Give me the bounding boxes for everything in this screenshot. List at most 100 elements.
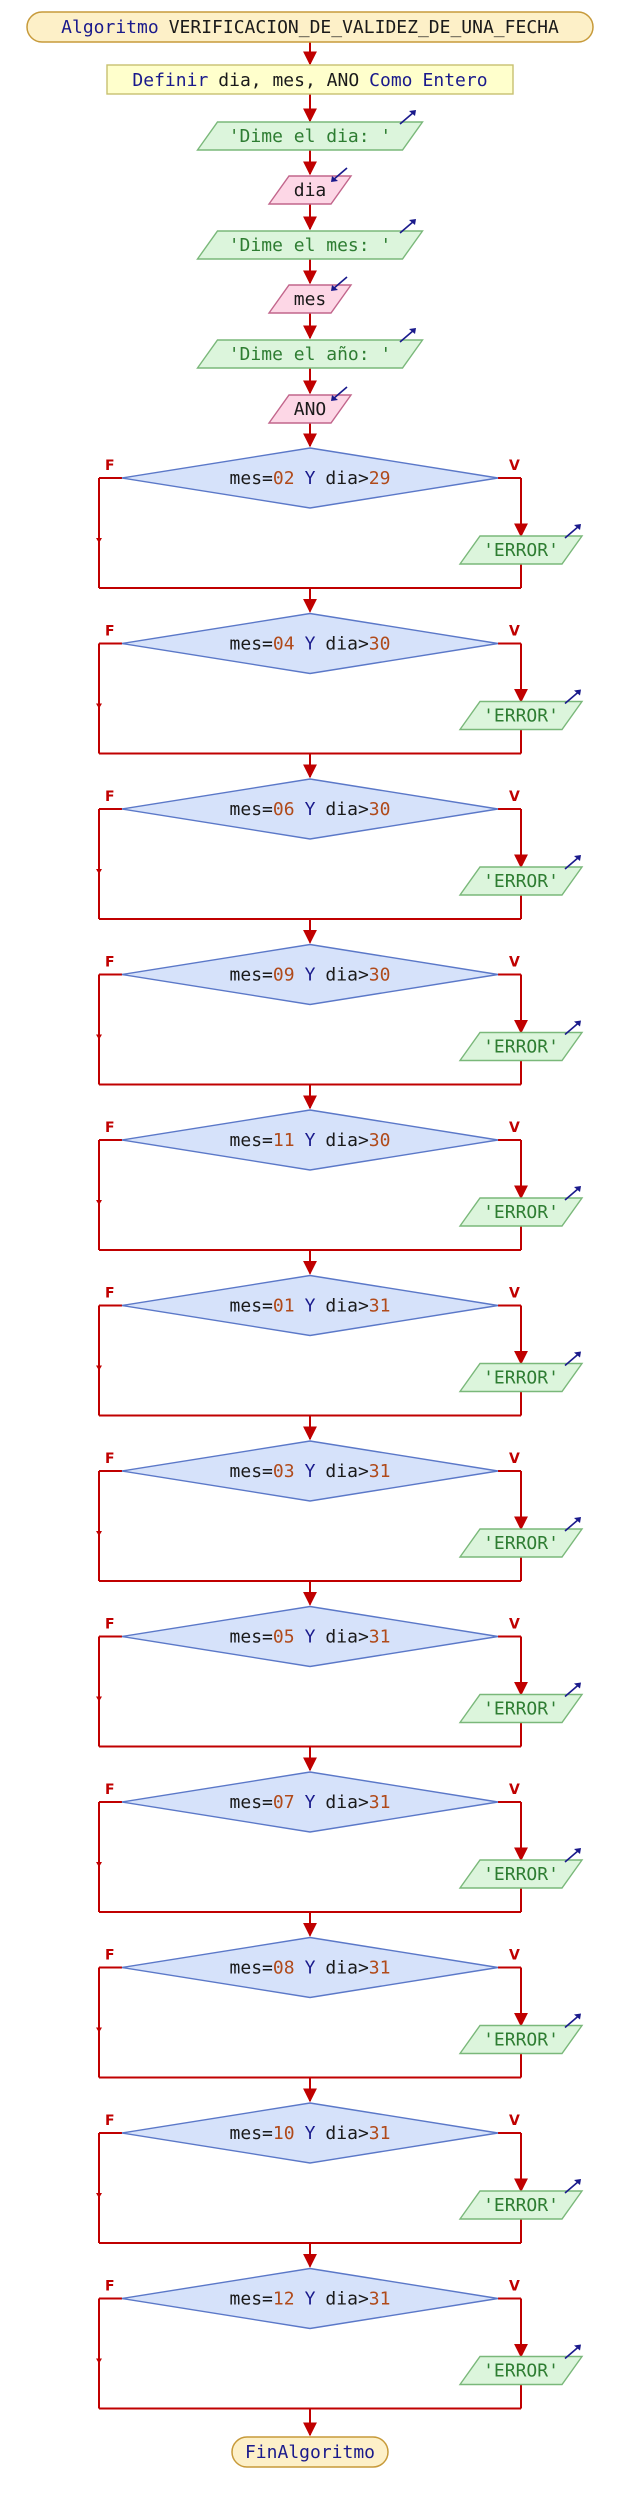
cond-and: Y [305,468,316,489]
output-arrow-icon [564,1186,581,1201]
end-terminal [231,2436,389,2468]
cond-var-dia: dia [325,964,358,985]
cond-day: 31 [369,1792,391,1813]
cond-month: 06 [273,799,295,820]
decision-diamond [121,2267,499,2330]
false-branch-tick [96,1531,102,1536]
false-flag: F [105,2113,115,2129]
cond-month: 10 [273,2123,295,2144]
cond-var-dia: dia [325,1461,358,1482]
error-text: 'ERROR' [483,1533,559,1554]
output-arrow-shaft [564,2014,580,2029]
false-flag: F [105,1286,115,1302]
false-flag: F [105,1948,115,1964]
output-arrow-shaft [564,2345,580,2360]
false-flag: F [105,1120,115,1136]
input-var: ANO [294,399,327,420]
input-arrow-shaft [332,276,348,290]
error-label: 'ERROR' [483,1036,559,1057]
decision-diamond [121,1936,499,1999]
output-arrow-icon [564,524,581,539]
output-arrow-head [574,2179,581,2185]
cond-var-mes: mes [230,1626,263,1647]
false-flag: F [105,624,115,640]
output-arrow-icon [564,2013,581,2029]
cond-var-dia: dia [325,799,358,820]
cond-equals: = [262,633,273,654]
true-flag: V [509,1617,520,1633]
error-text: 'ERROR' [483,705,559,726]
decision-diamond [121,778,499,840]
false-flag: F [105,1617,115,1633]
output-arrow-shaft [564,1683,580,1698]
output-arrow-shaft [564,856,580,870]
output-arrow-head [409,110,416,116]
cond-equals: = [262,468,273,489]
cond-greater: > [358,964,369,985]
output-arrow-head [409,328,416,334]
cond-and: Y [305,964,316,985]
false-branch-tick [96,538,102,543]
cond-equals: = [262,1626,273,1647]
cond-var-mes: mes [230,2288,263,2309]
error-label: 'ERROR' [483,2360,559,2381]
false-branch-tick [96,2027,102,2033]
true-flag: V [509,1286,520,1302]
false-flag: F [105,2279,115,2295]
error-label: 'ERROR' [483,1202,559,1223]
output-arrow-shaft [564,1187,580,1201]
cond-equals: = [262,2288,273,2309]
error-label: 'ERROR' [483,1698,559,1719]
cond-month: 05 [273,1626,295,1647]
true-flag: V [509,2113,520,2129]
cond-greater: > [358,799,369,820]
output-arrow-shaft [564,1849,580,1863]
input-var: mes [294,289,327,310]
decision-diamond [121,2102,499,2164]
flow-lines [96,42,528,2437]
output-block [196,230,424,260]
output-arrow-head [574,1351,581,1358]
error-output-block [458,1528,584,1558]
output-arrow-icon [564,1848,581,1863]
output-arrow-shaft [564,2180,580,2194]
output-arrow-head [574,2344,581,2351]
cond-month: 02 [273,468,295,489]
output-arrow-shaft [564,1352,580,1367]
cond-equals: = [262,1130,273,1151]
cond-month: 12 [273,2288,295,2309]
true-flag: V [509,1451,520,1467]
output-arrow-shaft [399,220,415,234]
cond-and: Y [305,1295,316,1316]
cond-var-mes: mes [230,1130,263,1151]
false-flag: F [105,789,115,805]
true-flag: V [509,1948,520,1964]
cond-var-dia: dia [325,2123,358,2144]
cond-equals: = [262,1792,273,1813]
cond-and: Y [305,1626,316,1647]
true-flag: V [509,2279,520,2295]
false-flag: F [105,1782,115,1798]
true-flag: V [509,955,520,971]
false-branch-tick [96,2193,102,2198]
false-branch-tick [96,1696,102,1702]
cond-greater: > [358,1626,369,1647]
output-prompt: 'Dime el año: ' [229,344,392,365]
input-block [267,175,353,205]
cond-var-dia: dia [325,2288,358,2309]
output-arrow-shaft [399,111,415,125]
true-flag: V [509,1120,520,1136]
cond-var-dia: dia [325,1295,358,1316]
output-prompt: 'Dime el mes: ' [229,235,392,256]
cond-greater: > [358,2288,369,2309]
output-arrow-icon [564,2344,581,2360]
cond-month: 04 [273,633,295,654]
error-label: 'ERROR' [483,705,559,726]
output-arrow-icon [564,1517,581,1532]
error-output-block [458,1362,584,1393]
